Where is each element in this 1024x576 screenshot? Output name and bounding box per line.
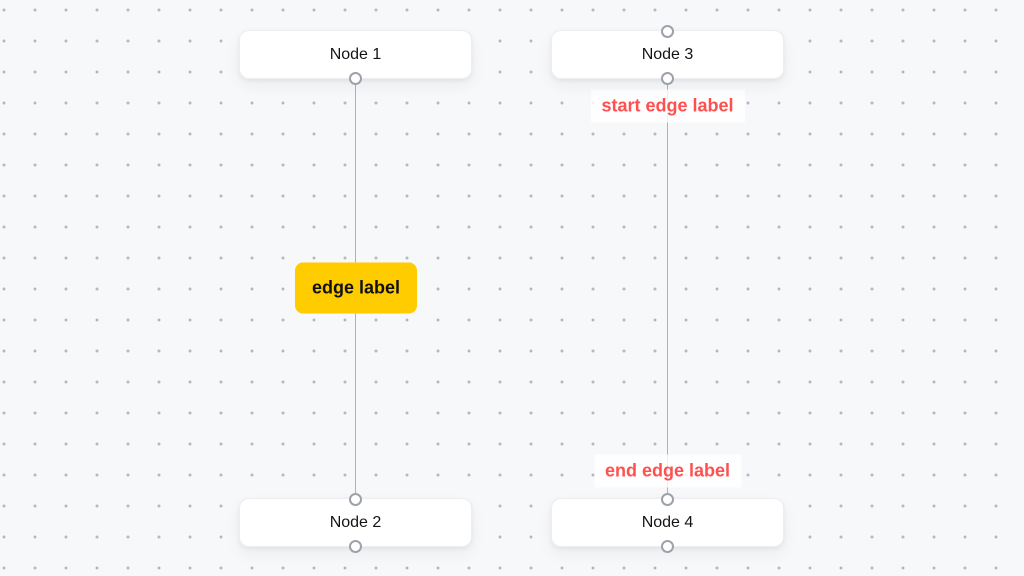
node-4-target-handle[interactable] bbox=[661, 492, 674, 506]
node-1-source-handle[interactable] bbox=[349, 71, 362, 85]
node-2-source-handle[interactable] bbox=[349, 539, 362, 553]
node-3-label: Node 3 bbox=[641, 45, 694, 63]
node-3-target-handle[interactable] bbox=[661, 24, 674, 38]
node-4-source-handle[interactable] bbox=[661, 539, 674, 553]
edge-start-label[interactable]: start edge label bbox=[590, 89, 745, 123]
node-3[interactable]: Node 3 bbox=[551, 24, 784, 85]
edge-node3-node4[interactable] bbox=[666, 79, 669, 498]
node-3-source-handle[interactable] bbox=[661, 71, 674, 85]
node-4-label: Node 4 bbox=[641, 513, 694, 531]
node-1[interactable]: Node 1 bbox=[239, 30, 472, 85]
node-2-label: Node 2 bbox=[329, 513, 382, 531]
node-1-label: Node 1 bbox=[329, 45, 382, 63]
node-2[interactable]: Node 2 bbox=[239, 492, 472, 553]
node-2-target-handle[interactable] bbox=[349, 492, 362, 506]
node-4[interactable]: Node 4 bbox=[551, 492, 784, 553]
edge-label[interactable]: edge label bbox=[294, 262, 418, 314]
edge-end-label[interactable]: end edge label bbox=[593, 454, 742, 488]
